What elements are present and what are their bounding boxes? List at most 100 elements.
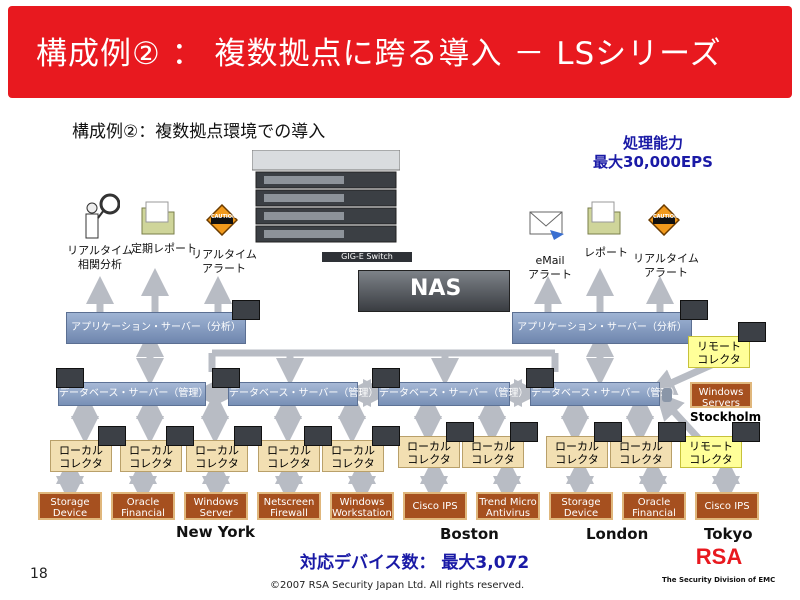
output-label-alert-2: アラート (202, 262, 246, 275)
server-icon (372, 426, 400, 446)
app-server-right: アプリケーション・サーバー（分析） (512, 312, 692, 344)
device-line2: Financial (632, 508, 676, 519)
device-line2: Financial (121, 508, 165, 519)
rsa-logo: RSA (695, 544, 743, 569)
server-icon (526, 368, 554, 388)
local-collector-line1: ローカル (555, 440, 599, 453)
magnifier-person-icon (85, 193, 120, 239)
server-icon (98, 426, 126, 446)
local-collector-line2: コレクタ (195, 457, 239, 470)
output-label-correlation-1: リアルタイム (67, 244, 133, 257)
page-number: 18 (30, 566, 48, 582)
local-collector: ローカルコレクタ (50, 440, 112, 472)
server-icon (166, 426, 194, 446)
local-collector-line2: コレクタ (267, 457, 311, 470)
output-label-report: 定期レポート (131, 242, 197, 255)
device-cisco-ips-tokyo: Cisco IPS (695, 492, 759, 520)
nas-device-icon (358, 270, 510, 312)
device-line1: Windows (339, 497, 385, 508)
output-label-email-1: eMail (535, 254, 565, 267)
local-collector-line1: ローカル (59, 444, 103, 457)
windows-servers-device: Windows Servers (690, 382, 752, 409)
windows-servers-line2: Servers (701, 398, 740, 409)
local-collector-line1: ローカル (619, 440, 663, 453)
local-collector-line1: ローカル (267, 444, 311, 457)
folder-icon (141, 201, 175, 235)
caution-label-right: CAUTION (653, 214, 679, 220)
local-collector-line2: コレクタ (619, 453, 663, 466)
device-line1: Storage (561, 497, 601, 508)
device-cisco-ips-boston: Cisco IPS (403, 492, 467, 520)
server-icon (738, 322, 766, 342)
city-new-york: New York (176, 523, 255, 541)
output-label-alert-right-1: リアルタイム (633, 252, 699, 265)
device-count: 対応デバイス数： 最大3,072 (300, 553, 530, 573)
city-boston: Boston (440, 525, 499, 543)
gig-e-switch: GIG-E Switch (322, 252, 412, 262)
capacity-line1: 処理能力 (622, 134, 683, 152)
server-icon (212, 368, 240, 388)
device-line2: Device (563, 508, 599, 519)
app-server-left: アプリケーション・サーバー（分析） (66, 312, 246, 344)
output-label-report-right: レポート (584, 246, 628, 259)
rsa-tagline: The Security Division of EMC (662, 576, 776, 584)
server-icon (732, 422, 760, 442)
caution-sign-icon (206, 204, 238, 236)
device-line2: Firewall (270, 508, 308, 519)
server-icon (680, 300, 708, 320)
db-server-3: データベース・サーバー（管理） (378, 382, 528, 406)
device-line2: Device (52, 508, 88, 519)
slide-title: 構成例② ： 複数拠点に跨る導入 － LSシリーズ (36, 36, 722, 72)
device-line1: Oracle (637, 497, 671, 508)
device-line1: Windows (193, 497, 239, 508)
local-collector-line2: コレクタ (407, 453, 451, 466)
server-icon (446, 422, 474, 442)
server-icon (510, 422, 538, 442)
local-collector-line1: ローカル (331, 444, 375, 457)
local-collector-line1: ローカル (407, 440, 451, 453)
server-icon (232, 300, 260, 320)
device-line2: Antivirus (485, 508, 531, 519)
local-collector-line2: コレクタ (59, 457, 103, 470)
server-icon (594, 422, 622, 442)
caution-label-left: CAUTION (211, 214, 237, 220)
local-collector: ローカルコレクタ (258, 440, 320, 472)
local-collector-line1: ローカル (129, 444, 173, 457)
server-icon (658, 422, 686, 442)
output-label-email-2: アラート (528, 268, 572, 281)
remote-collector-line2: コレクタ (697, 353, 741, 366)
capacity-line2: 最大30,000EPS (593, 153, 713, 171)
caution-sign-icon-right (648, 204, 680, 236)
folder-icon-right (587, 201, 621, 235)
local-collector-line2: コレクタ (471, 453, 515, 466)
device-line1: Oracle (126, 497, 160, 508)
device-line1: Cisco IPS (704, 501, 750, 512)
database-icon (662, 388, 672, 402)
city-london: London (586, 525, 649, 543)
local-collector-line1: ローカル (195, 444, 239, 457)
local-collector: ローカルコレクタ (610, 436, 672, 468)
device-line1: Netscreen (263, 497, 315, 508)
slide-subtitle: 構成例②：複数拠点環境での導入 (72, 122, 326, 142)
server-rack-icon (252, 150, 400, 243)
output-label-correlation-2: 相関分析 (78, 258, 122, 271)
server-icon (372, 368, 400, 388)
remote-collector-line1: リモート (697, 340, 741, 353)
output-label-alert-1: リアルタイム (191, 248, 257, 261)
remote-collector-line2: コレクタ (689, 453, 733, 466)
nas-label: NAS (410, 276, 462, 301)
local-collector: ローカルコレクタ (322, 440, 384, 472)
device-line2: Server (199, 508, 233, 519)
local-collector-line1: ローカル (471, 440, 515, 453)
server-icon (304, 426, 332, 446)
local-collector-line2: コレクタ (129, 457, 173, 470)
